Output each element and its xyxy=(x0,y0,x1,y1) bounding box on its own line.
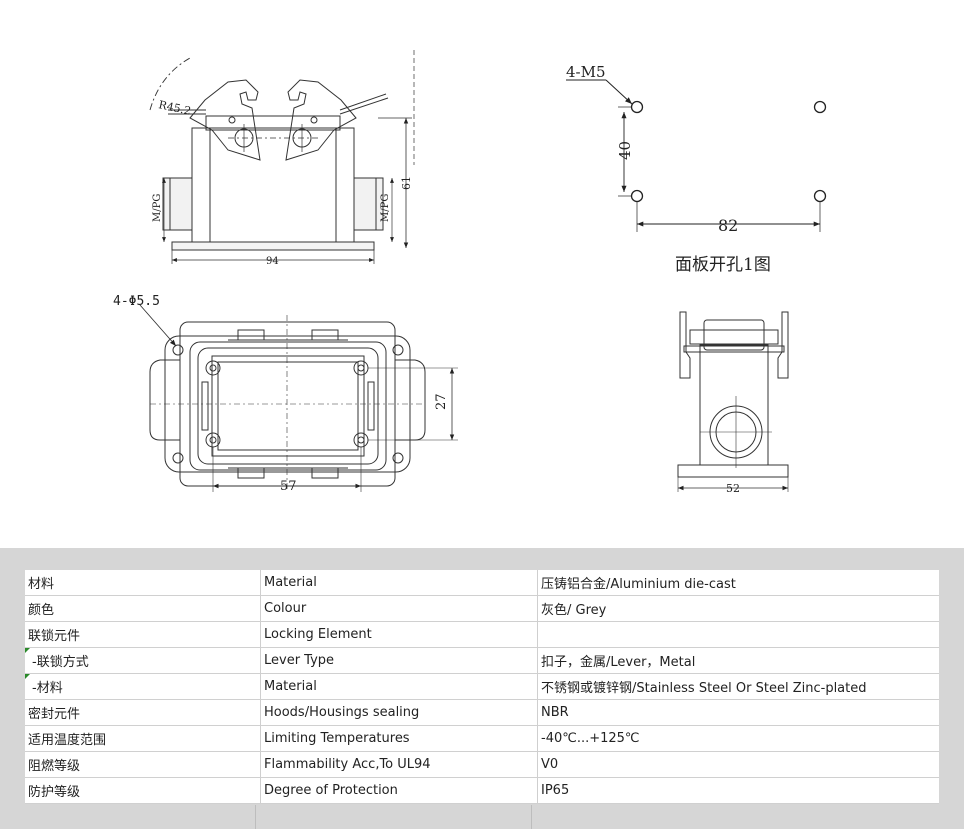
spec-chinese-label: 适用温度范围 xyxy=(25,725,261,752)
spec-chinese-label: 联锁元件 xyxy=(25,621,261,648)
spec-chinese-label: 材料 xyxy=(25,570,261,596)
bolt-holes-label: 4-Φ5.5 xyxy=(113,294,160,309)
column-divider xyxy=(531,805,532,829)
spec-value: -40℃...+125℃ xyxy=(537,725,939,752)
dim-82-label: 82 xyxy=(718,216,738,235)
panel-cutout-caption: 面板开孔1图 xyxy=(675,255,771,275)
column-divider xyxy=(255,805,256,829)
spec-english-label: Material xyxy=(260,570,538,596)
dim-61-label: 61 xyxy=(400,176,413,190)
spec-chinese-label: -联锁方式 xyxy=(25,647,261,674)
spec-english-label: Degree of Protection xyxy=(260,777,538,804)
spec-chinese-label: 颜色 xyxy=(25,595,261,622)
spec-english-label: Limiting Temperatures xyxy=(260,725,538,752)
spec-english-label: Lever Type xyxy=(260,647,538,674)
technical-drawing: R45.2 M/PG M/PG 61 94 4-M5 40 82 面板开孔1图 xyxy=(113,50,827,495)
spec-value: IP65 xyxy=(537,777,939,804)
dim-52-label: 52 xyxy=(726,482,740,495)
spec-english-label: Hoods/Housings sealing xyxy=(260,699,538,726)
spec-value: 扣子，金属/Lever，Metal xyxy=(537,647,939,674)
spec-value xyxy=(537,621,939,648)
holes-label: 4-M5 xyxy=(566,63,606,81)
dim-57-label: 57 xyxy=(280,479,297,494)
dim-27-label: 27 xyxy=(434,393,449,410)
dim-40-label: 40 xyxy=(616,141,634,160)
side-view xyxy=(677,311,789,492)
mpg-right-label: M/PG xyxy=(380,194,391,222)
spec-chinese-label: -材料 xyxy=(25,673,261,700)
panel-cutout-view xyxy=(566,79,827,232)
spec-english-label: Flammability Acc,To UL94 xyxy=(260,751,538,778)
radius-label: R45.2 xyxy=(157,98,192,118)
spec-value: 不锈钢或镀锌钢/Stainless Steel Or Steel Zinc-pl… xyxy=(537,673,939,700)
spec-chinese-label: 阻燃等级 xyxy=(25,751,261,778)
mpg-left-label: M/PG xyxy=(152,194,163,222)
spec-value: 压铸铝合金/Aluminium die-cast xyxy=(537,570,939,596)
spec-value: V0 xyxy=(537,751,939,778)
spec-value: NBR xyxy=(537,699,939,726)
spec-value: 灰色/ Grey xyxy=(537,595,939,622)
spec-english-label: Colour xyxy=(260,595,538,622)
front-view xyxy=(149,50,415,264)
top-view xyxy=(139,304,458,492)
spec-chinese-label: 防护等级 xyxy=(25,777,261,804)
spec-english-label: Material xyxy=(260,673,538,700)
spec-english-label: Locking Element xyxy=(260,621,538,648)
spec-chinese-label: 密封元件 xyxy=(25,699,261,726)
dim-94-label: 94 xyxy=(266,256,279,267)
